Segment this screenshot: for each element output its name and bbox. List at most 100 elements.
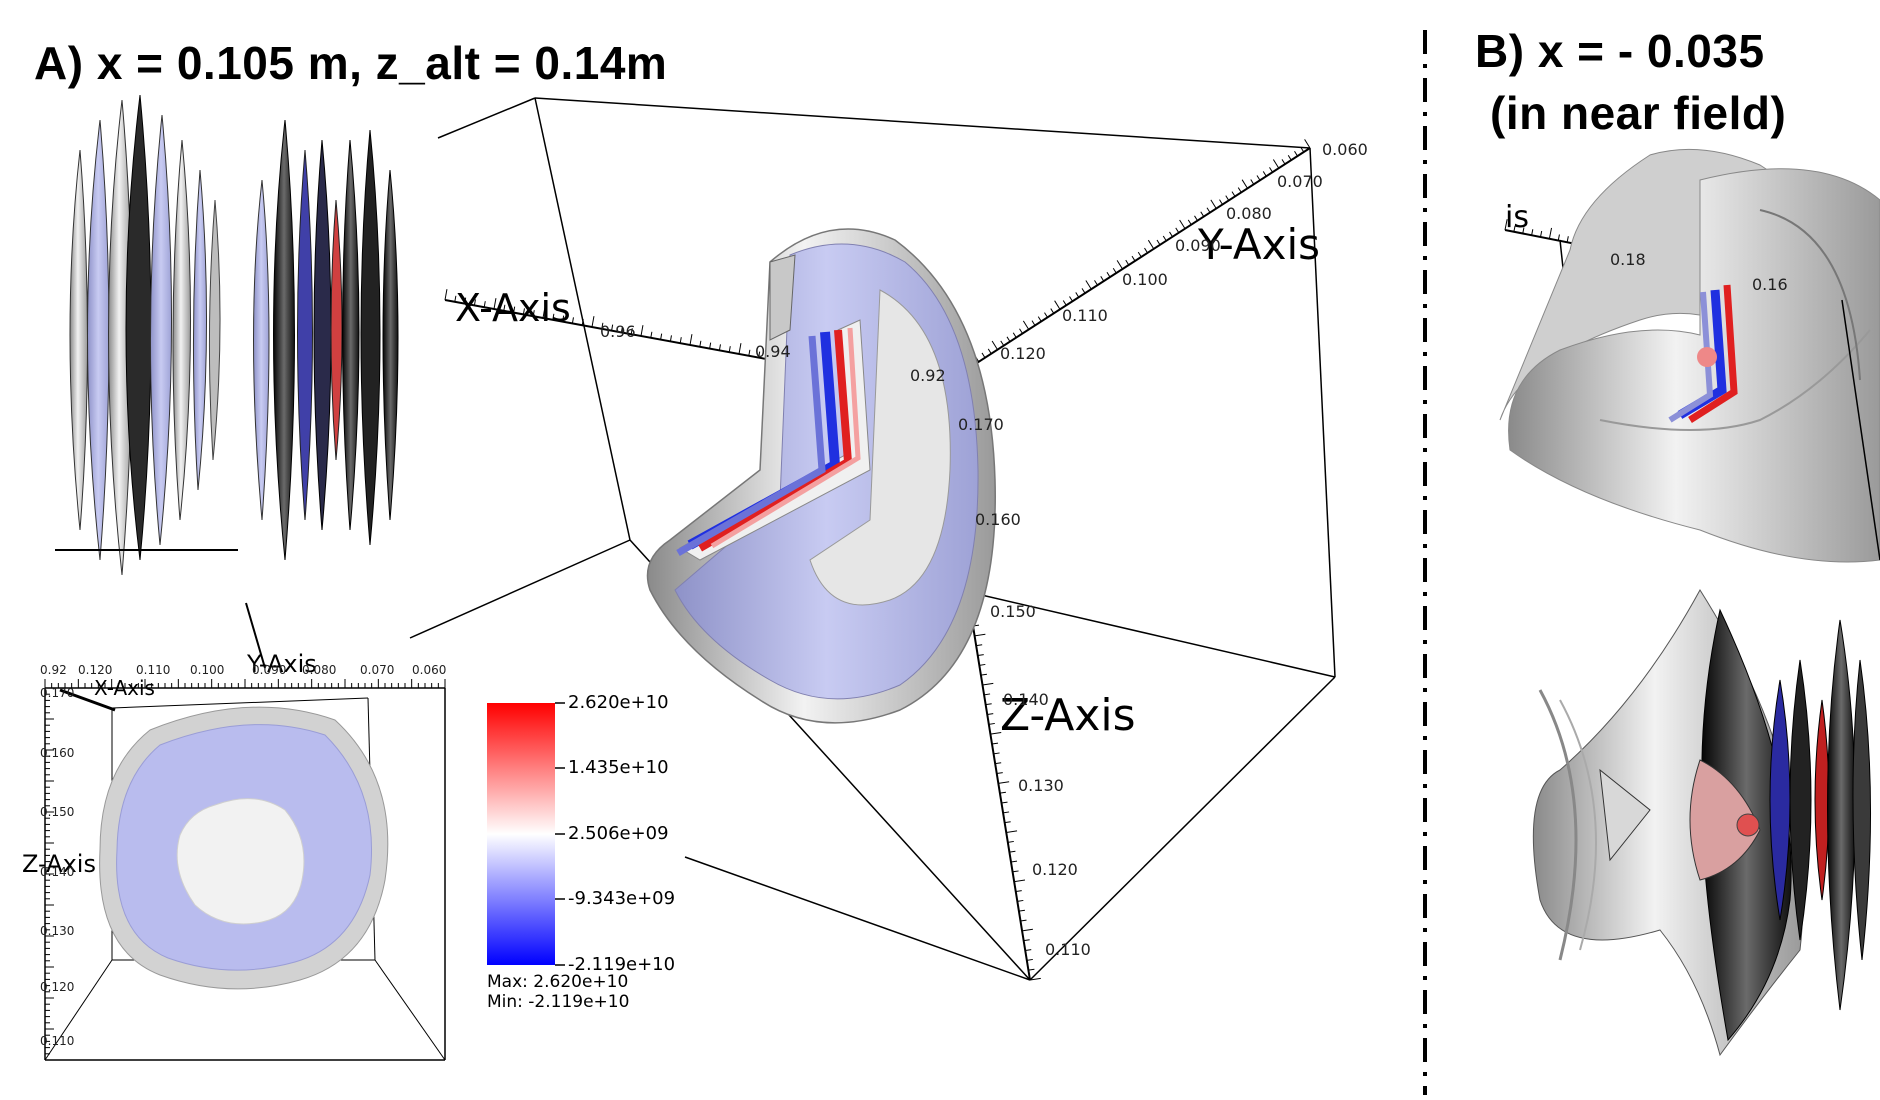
axis-tick [1100,276,1105,282]
axis-tick [650,331,653,338]
colorbar-tick-label: 2.506e+09 [568,823,669,844]
top-view-z-tick: 0.130 [40,924,75,938]
axis-tick [1026,958,1033,961]
axis-tick [1014,879,1026,883]
colorbar-min-label: Min: -2.119e+10 [487,992,630,1012]
main-y-tick: 0.060 [1322,140,1368,159]
axis-tick [591,316,595,328]
main-x-tick: 0.94 [755,342,791,361]
axis-tick [1206,207,1211,213]
axis-tick [581,319,584,326]
axis-tick [728,346,731,353]
top-view-y-tick: 0.060 [412,663,447,677]
axis-tick [493,298,497,310]
colorbar-tick-label: 2.620e+10 [568,692,669,713]
top-view-inset [44,687,446,1061]
axis-tick [1031,320,1036,326]
axis-tick [1037,316,1042,322]
panel-b-axis-fragment: is [1505,200,1529,235]
axis-tick [976,644,983,647]
main-z-tick: 0.120 [1032,860,1078,879]
axis-tick [981,352,986,358]
axis-tick [1029,977,1041,981]
axis-tick [1548,227,1553,239]
axis-tick [987,713,994,715]
panel-b-title-line2: (in near field) [1490,87,1787,139]
axis-tick [1012,332,1017,338]
axis-tick [1566,236,1569,243]
axis-tick [513,306,516,313]
axis-tick [1187,219,1192,225]
axis-tick [1116,260,1123,270]
main-z-tick: 0.170 [958,415,1004,434]
main-y-axis-label: Y-Axis [1198,220,1321,269]
axis-tick [1137,251,1142,258]
axis-tick [1025,949,1032,951]
axis-tick [1169,231,1173,237]
axis-tick [974,633,986,637]
axis-tick [987,348,992,354]
colorbar-gradient [487,703,555,965]
main-y-tick: 0.120 [1000,344,1046,363]
axis-tick [1019,328,1023,334]
main-x-axis-label: X-Axis [455,286,571,330]
side-view-left-stack [69,94,221,576]
axis-tick [1022,320,1030,330]
axis-tick [1272,159,1280,169]
axis-tick [1557,234,1560,241]
main-3d-shell [646,228,996,724]
axis-tick [1504,219,1508,231]
axis-tick [552,313,555,320]
main-y-tick: 0.100 [1122,270,1168,289]
top-view-y-axis-label: Y-Axis [247,650,317,678]
top-view-z-tick: 0.160 [40,746,75,760]
axis-tick [454,295,457,302]
axis-tick [532,310,535,317]
axis-tick [689,334,693,346]
side-view-connector [245,602,266,669]
axis-tick [1069,296,1073,302]
axis-tick [1004,821,1011,824]
axis-tick [1015,890,1022,892]
axis-tick [991,742,999,745]
colorbar-tick-label: 1.435e+10 [568,757,669,778]
axis-tick [1012,870,1019,873]
axis-tick [1094,280,1098,286]
panel-b-lower-shell [1532,589,1871,1057]
axis-tick [1028,968,1035,971]
axis-tick [1044,312,1048,318]
axis-tick [991,340,998,350]
axis-tick [1050,308,1055,314]
axis-tick [1106,272,1111,278]
colorbar-max-label: Max: 2.620e+10 [487,972,629,992]
axis-tick [483,301,486,308]
main-z-axis-label: Z-Axis [1000,690,1136,741]
axis-tick [999,791,1006,794]
axis-tick [1006,336,1011,342]
axis-tick [1531,229,1534,236]
axis-tick [1020,919,1027,922]
axis-tick [1237,187,1242,193]
top-view-y-tick: 0.080 [302,663,337,677]
axis-tick [503,304,506,311]
axis-tick [1241,179,1248,189]
axis-tick [542,307,546,319]
panel-a-title: A) x = 0.105 m, z_alt = 0.14m [34,37,668,89]
axis-tick [998,781,1010,784]
side-view-right-stack [253,119,399,561]
axis-tick [611,324,614,331]
axis-tick [979,663,986,666]
main-x-tick: 0.96 [600,322,636,341]
main-z-tick: 0.160 [975,510,1021,529]
axis-tick [522,308,525,315]
panel-b-title-line1: B) x = - 0.035 [1475,25,1765,77]
axis-tick [758,351,761,358]
panel-b-tick: 0.18 [1610,250,1646,269]
top-view-z-tick: 0.110 [40,1034,75,1048]
axis-tick [601,322,604,329]
axis-tick [1131,255,1136,262]
axis-tick [1001,801,1008,804]
axis-tick [1144,247,1148,254]
axis-tick [982,682,994,686]
axis-tick [444,289,448,301]
